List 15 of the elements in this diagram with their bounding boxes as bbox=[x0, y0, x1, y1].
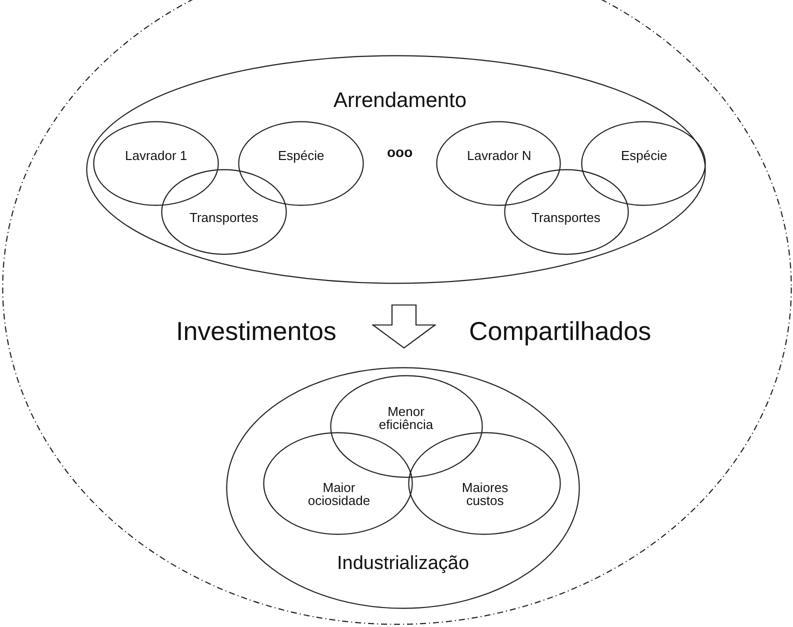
circle-label: Maior ociosidade bbox=[306, 480, 372, 508]
caption-text: Compartilhados bbox=[469, 316, 652, 346]
circle-label: Transportes bbox=[532, 211, 600, 225]
block-arrow bbox=[371, 304, 437, 349]
circle-label: Maiores custos bbox=[460, 480, 510, 508]
circle-label: Lavrador N bbox=[467, 149, 532, 163]
circle-label: Espécie bbox=[621, 149, 668, 163]
circle-label: Transportes bbox=[190, 211, 258, 225]
circle-label: Menor eficiência bbox=[378, 404, 434, 432]
ellipsis-text: ooo bbox=[387, 144, 413, 160]
caption-text: Investimentos bbox=[176, 316, 336, 346]
group-title: Industrialização bbox=[337, 554, 470, 574]
circle-label: Lavrador 1 bbox=[125, 149, 188, 163]
circle-label: Espécie bbox=[278, 149, 324, 163]
group-title: Arrendamento bbox=[334, 90, 467, 112]
